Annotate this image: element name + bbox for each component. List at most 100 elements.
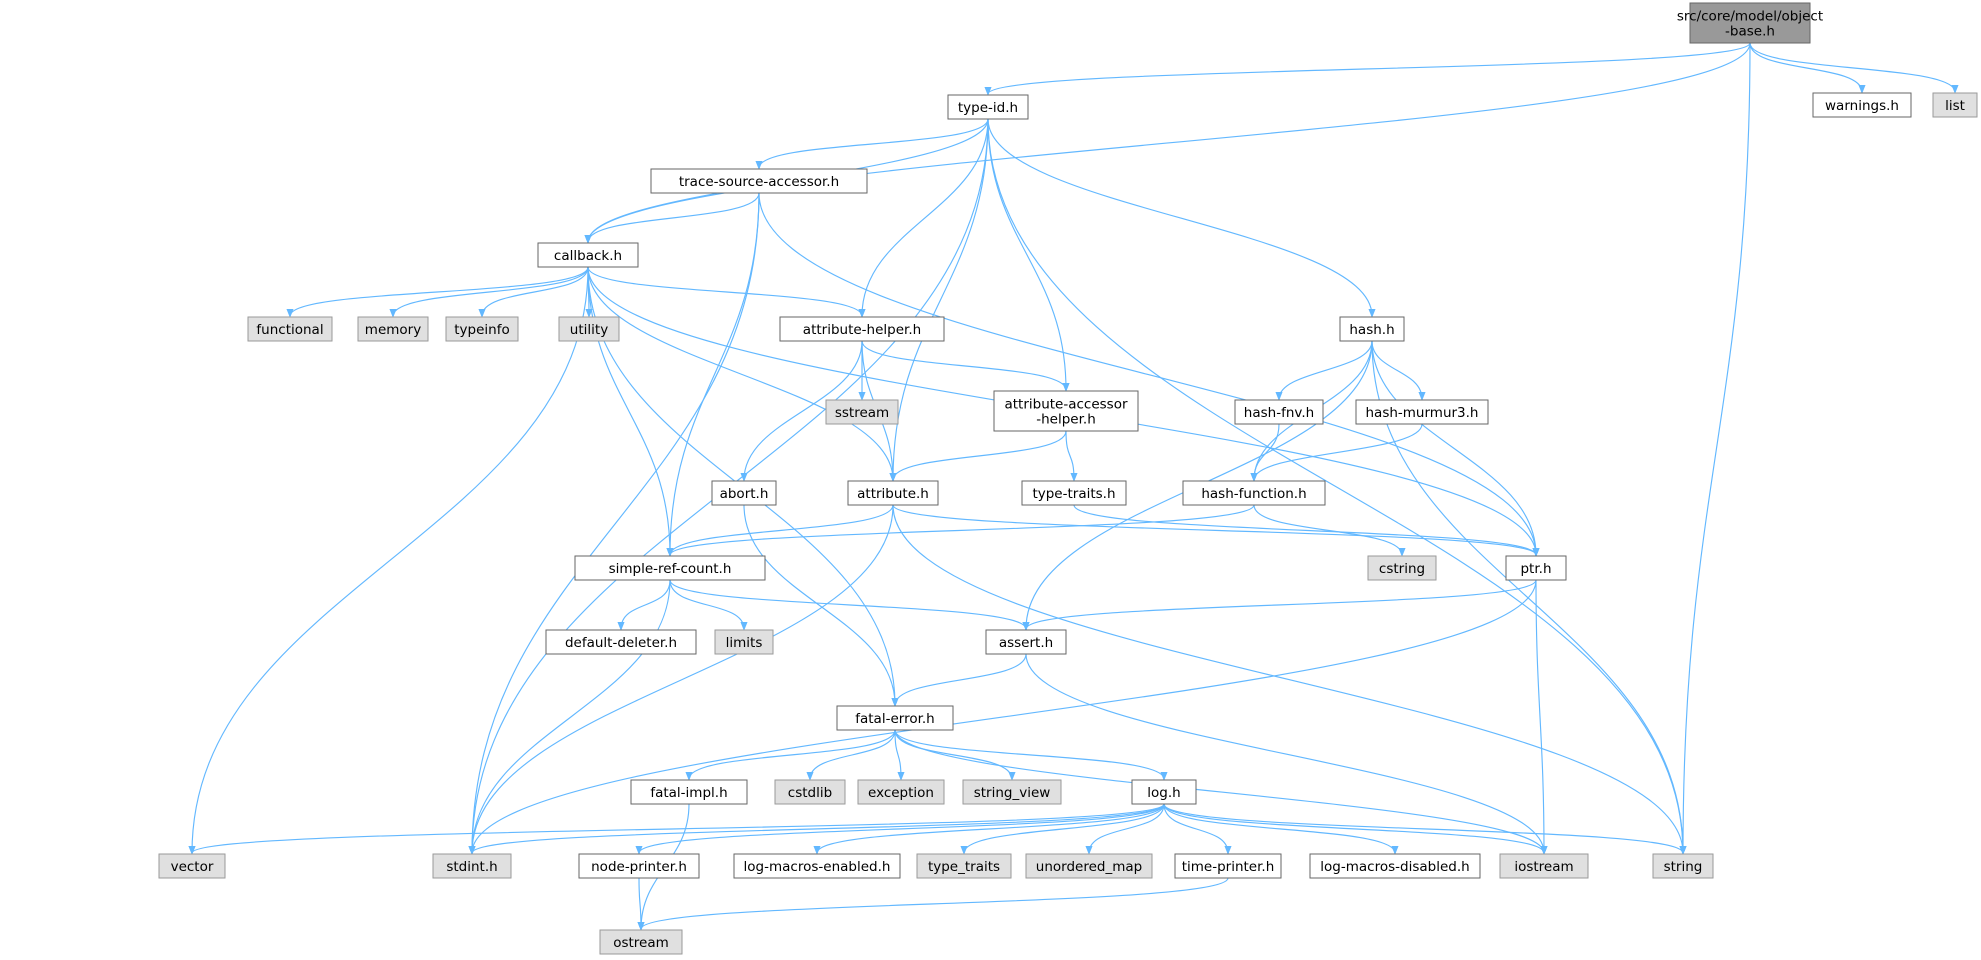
node-fatalimpl[interactable]: fatal-impl.h xyxy=(630,779,748,805)
node-box-cstring xyxy=(1367,555,1437,581)
node-box-ostream xyxy=(599,929,683,955)
node-label-warnings: warnings.h xyxy=(1825,98,1899,114)
node-label-string_view: string_view xyxy=(974,785,1051,801)
node-defdel[interactable]: default-deleter.h xyxy=(545,629,697,655)
node-assert[interactable]: assert.h xyxy=(985,629,1067,655)
node-memory: memory xyxy=(357,316,429,342)
node-cstring: cstring xyxy=(1367,555,1437,581)
node-unordered_map: unordered_map xyxy=(1025,853,1153,879)
edge-hash-to-hashmurmur xyxy=(1371,340,1422,399)
node-label-attracc-line2: -helper.h xyxy=(1036,412,1096,428)
edge-callback-to-memory xyxy=(393,266,589,316)
node-simpleref[interactable]: simple-ref-count.h xyxy=(574,555,766,581)
node-attracc[interactable]: attribute-accessor-helper.h xyxy=(993,390,1139,432)
node-string: string xyxy=(1652,853,1714,879)
node-box-assert xyxy=(985,629,1067,655)
node-box-fatalimpl xyxy=(630,779,748,805)
node-fatalerr[interactable]: fatal-error.h xyxy=(836,705,954,731)
node-hash[interactable]: hash.h xyxy=(1339,316,1405,342)
edge-log-to-logmacen xyxy=(817,803,1165,853)
edge-simpleref-to-stdint xyxy=(472,579,671,853)
node-layer: src/core/model/object-base.h warnings.h li… xyxy=(158,2,1978,955)
node-callback[interactable]: callback.h xyxy=(537,242,639,268)
node-logmacen[interactable]: log-macros-enabled.h xyxy=(733,853,901,879)
node-box-callback xyxy=(537,242,639,268)
node-box-hashmurmur xyxy=(1355,399,1489,425)
node-box-logmacen xyxy=(733,853,901,879)
edge-attrhelper-to-abort xyxy=(744,340,863,480)
node-hashfunc[interactable]: hash-function.h xyxy=(1182,480,1326,506)
node-label-string: string xyxy=(1664,859,1703,875)
node-abort[interactable]: abort.h xyxy=(711,480,777,506)
edge-fatalerr-to-exception xyxy=(894,729,901,779)
node-box-defdel xyxy=(545,629,697,655)
node-log[interactable]: log.h xyxy=(1131,779,1197,805)
node-label-root-line1: src/core/model/object xyxy=(1677,9,1823,25)
node-box-string xyxy=(1652,853,1714,879)
node-hashmurmur[interactable]: hash-murmur3.h xyxy=(1355,399,1489,425)
edge-hashfunc-to-cstring xyxy=(1253,504,1402,555)
node-label-root-line2: -base.h xyxy=(1725,24,1775,40)
edge-log-to-string xyxy=(1163,803,1683,853)
node-timeprinter[interactable]: time-printer.h xyxy=(1174,853,1282,879)
edge-assert-to-fatalerr xyxy=(895,653,1027,705)
node-box-root xyxy=(1689,2,1811,44)
node-box-functional xyxy=(247,316,333,342)
node-box-typeinfo xyxy=(445,316,519,342)
node-nodeprinter[interactable]: node-printer.h xyxy=(578,853,700,879)
node-attrhelper[interactable]: attribute-helper.h xyxy=(779,316,945,342)
node-box-nodeprinter xyxy=(578,853,700,879)
node-label-functional: functional xyxy=(256,322,323,338)
node-label-typeid: type-id.h xyxy=(958,100,1018,116)
edge-root-to-typeid xyxy=(988,42,1751,94)
node-box-unordered_map xyxy=(1025,853,1153,879)
edge-attracc-to-typetraitsh xyxy=(1065,430,1074,480)
edge-hashfunc-to-simpleref xyxy=(670,504,1255,555)
node-box-sstream xyxy=(825,399,899,425)
edge-callback-to-simpleref xyxy=(587,266,670,555)
node-box-hashfnv xyxy=(1234,399,1324,425)
node-box-type_traits xyxy=(916,853,1012,879)
edge-typeid-to-tsa xyxy=(759,118,989,168)
node-typetraitsh[interactable]: type-traits.h xyxy=(1021,480,1127,506)
node-label-typeinfo: typeinfo xyxy=(454,322,509,338)
edge-tsa-to-stdint xyxy=(472,192,760,853)
node-label-assert: assert.h xyxy=(999,635,1053,651)
node-box-exception xyxy=(857,779,945,805)
node-label-abort: abort.h xyxy=(720,486,769,502)
node-box-memory xyxy=(357,316,429,342)
node-label-vector: vector xyxy=(171,859,214,875)
node-label-fatalerr: fatal-error.h xyxy=(855,711,935,727)
node-label-log: log.h xyxy=(1147,785,1180,801)
node-box-fatalerr xyxy=(836,705,954,731)
node-box-tsa xyxy=(650,168,868,194)
node-ptr[interactable]: ptr.h xyxy=(1505,555,1567,581)
node-label-hash: hash.h xyxy=(1349,322,1394,338)
edge-fatalerr-to-string_view xyxy=(894,729,1012,779)
node-label-cstring: cstring xyxy=(1379,561,1425,577)
node-attribute[interactable]: attribute.h xyxy=(847,480,939,506)
node-tsa[interactable]: trace-source-accessor.h xyxy=(650,168,868,194)
node-typeid[interactable]: type-id.h xyxy=(947,94,1029,120)
edge-attracc-to-attribute xyxy=(893,430,1067,480)
node-box-vector xyxy=(158,853,226,879)
node-label-limits: limits xyxy=(726,635,763,651)
node-hashfnv[interactable]: hash-fnv.h xyxy=(1234,399,1324,425)
node-sstream: sstream xyxy=(825,399,899,425)
node-label-callback: callback.h xyxy=(554,248,622,264)
node-box-utility xyxy=(558,316,620,342)
node-exception: exception xyxy=(857,779,945,805)
node-box-attracc xyxy=(993,390,1139,432)
node-label-attracc-line1: attribute-accessor xyxy=(1004,397,1128,413)
edge-callback-to-functional xyxy=(290,266,589,316)
node-label-stdint: stdint.h xyxy=(446,859,497,875)
edge-log-to-logmacdis xyxy=(1163,803,1395,853)
edge-simpleref-to-assert xyxy=(669,579,1026,629)
node-warnings[interactable]: warnings.h xyxy=(1812,92,1912,118)
node-label-iostream: iostream xyxy=(1514,859,1573,875)
edge-log-to-nodeprinter xyxy=(639,803,1165,853)
node-root[interactable]: src/core/model/object-base.h xyxy=(1677,2,1823,44)
node-ostream: ostream xyxy=(599,929,683,955)
node-logmacdis[interactable]: log-macros-disabled.h xyxy=(1309,853,1481,879)
